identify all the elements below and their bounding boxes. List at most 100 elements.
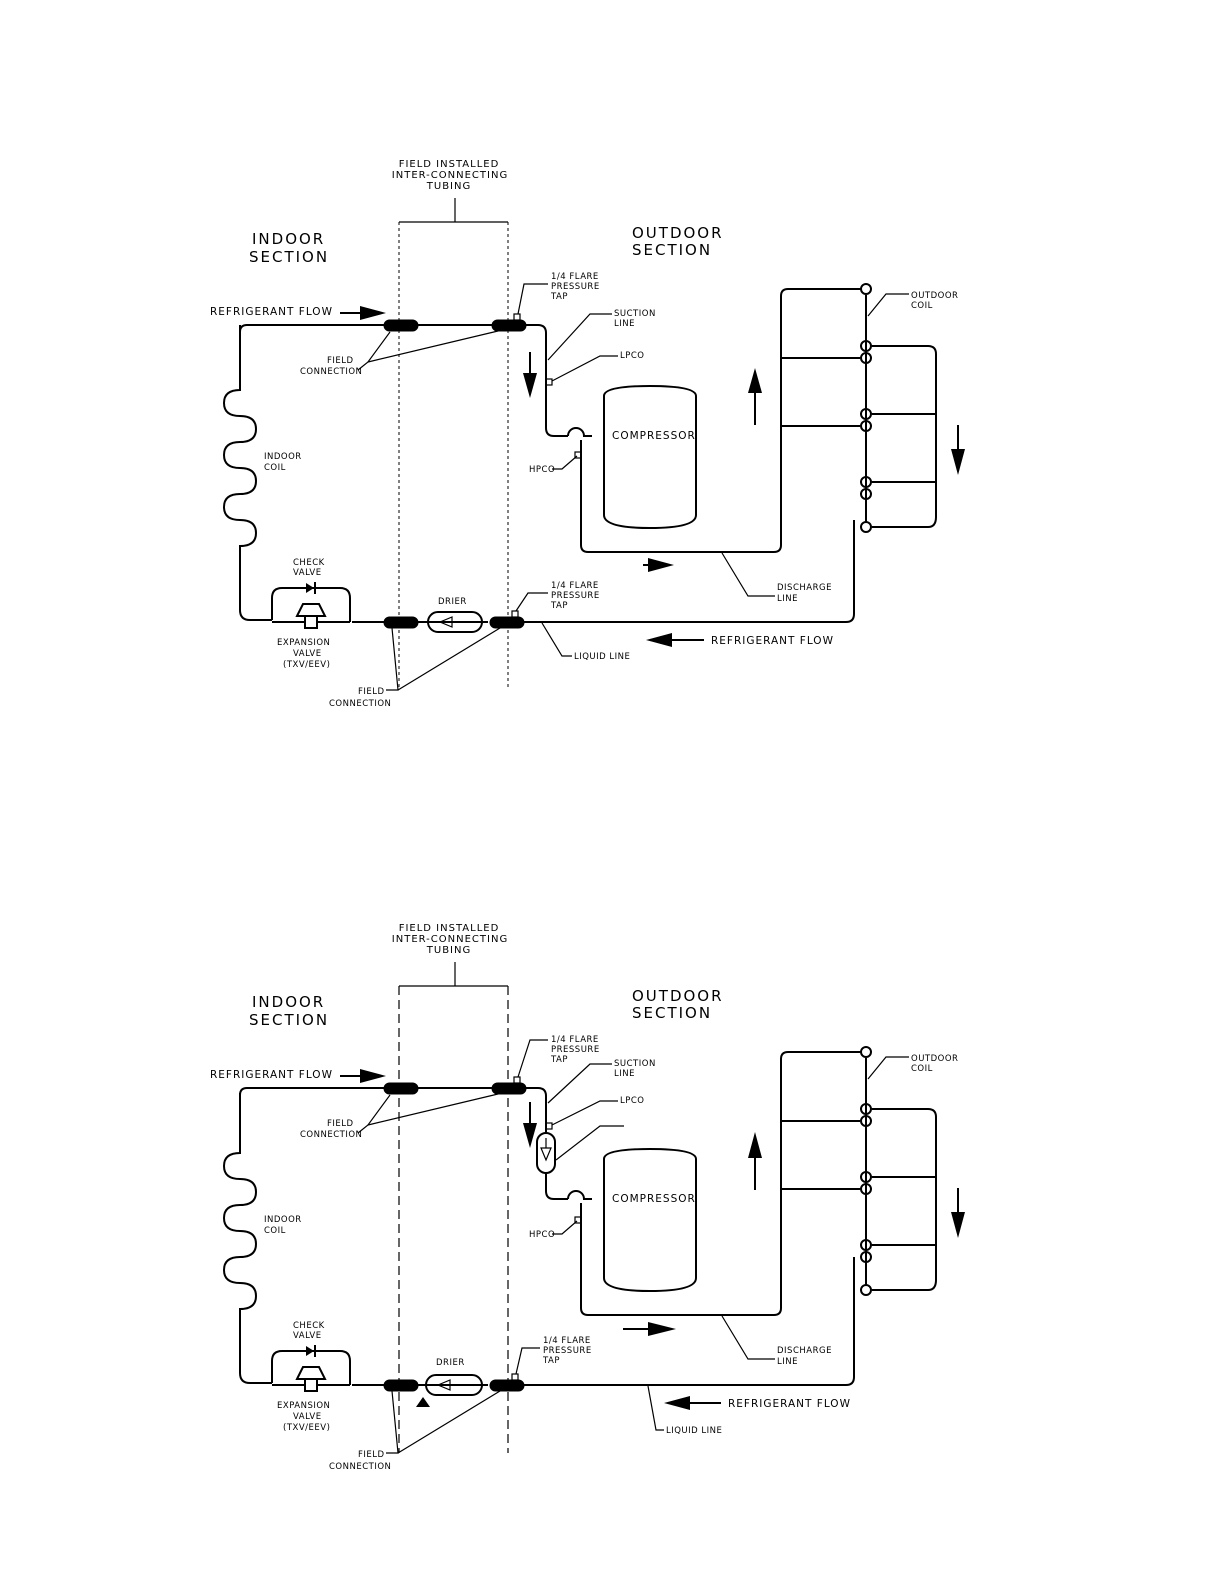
tubing-label-line3: TUBING <box>426 945 471 956</box>
diagram-2: FIELD INSTALLED INTER-CONNECTING TUBING … <box>210 923 965 1472</box>
flow-arrow-down-icon <box>951 449 965 475</box>
expansion-valve-line3: (TXV/EEV) <box>283 660 330 670</box>
field-connection-outdoor-suction <box>491 1082 527 1095</box>
indoor-coil-pipe <box>222 1093 272 1384</box>
field-connection-bottom-line2: CONNECTION <box>329 699 391 709</box>
expansion-valve-line1: EXPANSION <box>277 638 330 648</box>
flare-tap-top-line3: TAP <box>550 292 568 302</box>
flow-arrow-right-icon <box>648 558 674 572</box>
field-connection-outdoor-liquid <box>489 616 525 629</box>
lpco-label: LPCO <box>620 1096 645 1106</box>
discharge-line-pipe <box>580 288 862 553</box>
flow-arrow-up-icon <box>748 1132 762 1158</box>
expansion-valve-line3: (TXV/EEV) <box>283 1423 330 1433</box>
discharge-line-line2: LINE <box>777 594 798 604</box>
drier-label: DRIER <box>438 597 467 607</box>
suction-line-line2: LINE <box>614 1069 635 1079</box>
flare-tap-top-line2: PRESSURE <box>551 282 600 292</box>
tubing-label-line3: TUBING <box>426 181 471 192</box>
suction-line-line2: LINE <box>614 319 635 329</box>
compressor-body <box>603 384 697 530</box>
outdoor-section-line2: SECTION <box>632 241 712 259</box>
outdoor-section-line2: SECTION <box>632 1004 712 1022</box>
expansion-valve-icon <box>295 603 327 617</box>
flare-tap-bottom-line2: PRESSURE <box>543 1346 592 1356</box>
flow-arrow-down-icon <box>523 1123 537 1148</box>
indoor-section-line1: INDOOR <box>252 230 325 248</box>
field-connection-bottom-line2: CONNECTION <box>329 1462 391 1472</box>
outdoor-section-line1: OUTDOOR <box>632 987 724 1005</box>
flow-arrow-down-icon <box>951 1212 965 1238</box>
outdoor-coil-fittings <box>860 1046 872 1296</box>
triangle-marker-icon <box>416 1397 430 1407</box>
refrigerant-flow-bottom-label: REFRIGERANT FLOW <box>728 1398 851 1410</box>
field-connection-top-line2: CONNECTION <box>300 367 362 377</box>
diagram-1: FIELD INSTALLED INTER-CONNECTING TUBING … <box>210 159 965 709</box>
field-connection-indoor-suction <box>383 1082 419 1095</box>
outdoor-coil-fittings <box>860 283 872 533</box>
indoor-coil-line1: INDOOR <box>264 1215 302 1225</box>
flare-tap-bottom-line1: 1/4 FLARE <box>543 1336 591 1346</box>
field-connection-outdoor-suction <box>491 319 527 332</box>
pressure-tap-suction <box>513 313 521 321</box>
flare-tap-top-line3: TAP <box>550 1055 568 1065</box>
flow-arrow-right-icon <box>360 1069 386 1083</box>
pressure-tap-liquid <box>511 610 519 618</box>
outdoor-coil-line2: COIL <box>911 301 933 311</box>
field-connection-indoor-suction <box>383 319 419 332</box>
flare-tap-bottom-line3: TAP <box>542 1356 560 1366</box>
suction-line-line1: SUCTION <box>614 309 656 319</box>
field-connection-bottom-line1: FIELD <box>358 687 385 697</box>
hpco-label: HPCO <box>529 465 555 475</box>
flow-arrow-right-icon <box>648 1322 676 1336</box>
flow-arrow-left-icon <box>646 633 672 647</box>
indoor-section-line2: SECTION <box>249 248 329 266</box>
field-connection-top-line1: FIELD <box>327 356 354 366</box>
field-connection-top-line2: CONNECTION <box>300 1130 362 1140</box>
tubing-label-line2: INTER-CONNECTING <box>392 934 508 945</box>
compressor-label: COMPRESSOR <box>612 1193 696 1205</box>
outdoor-coil-line1: OUTDOOR <box>911 1054 958 1064</box>
liquid-line-label: LIQUID LINE <box>666 1426 722 1436</box>
flare-tap-bottom-line2: PRESSURE <box>551 591 600 601</box>
outdoor-section-line1: OUTDOOR <box>632 224 724 242</box>
field-connection-bottom-line1: FIELD <box>358 1450 385 1460</box>
flow-arrow-up-icon <box>748 368 762 393</box>
flare-tap-bottom-line1: 1/4 FLARE <box>551 581 599 591</box>
outdoor-coil-line1: OUTDOOR <box>911 291 958 301</box>
suction-line-line1: SUCTION <box>614 1059 656 1069</box>
check-valve-line2: VALVE <box>293 1331 322 1341</box>
tubing-label-line1: FIELD INSTALLED <box>399 923 500 934</box>
flow-arrow-down-icon <box>523 373 537 398</box>
discharge-line-line2: LINE <box>777 1357 798 1367</box>
flare-tap-top-line1: 1/4 FLARE <box>551 272 599 282</box>
flow-arrow-right-icon <box>360 306 386 320</box>
flare-tap-top-line1: 1/4 FLARE <box>551 1035 599 1045</box>
check-valve-line1: CHECK <box>293 1321 325 1331</box>
outdoor-coil-line2: COIL <box>911 1064 933 1074</box>
field-connection-indoor-liquid <box>383 1379 419 1392</box>
expansion-valve-icon <box>295 1366 327 1380</box>
discharge-line-pipe <box>580 1051 862 1316</box>
indoor-coil-line2: COIL <box>264 1226 286 1236</box>
indoor-coil-line1: INDOOR <box>264 452 302 462</box>
check-valve-line2: VALVE <box>293 568 322 578</box>
expansion-valve-line2: VALVE <box>293 1412 322 1422</box>
drier-label: DRIER <box>436 1358 465 1368</box>
flow-arrow-left-icon <box>664 1396 690 1410</box>
lpco-label: LPCO <box>620 351 645 361</box>
drier-body <box>425 1374 483 1396</box>
expansion-valve-line2: VALVE <box>293 649 322 659</box>
refrigerant-flow-bottom-label: REFRIGERANT FLOW <box>711 635 834 647</box>
indoor-coil-line2: COIL <box>264 463 286 473</box>
expansion-valve-line1: EXPANSION <box>277 1401 330 1411</box>
flare-tap-top-line2: PRESSURE <box>551 1045 600 1055</box>
field-connection-top-line1: FIELD <box>327 1119 354 1129</box>
tubing-label-line1: FIELD INSTALLED <box>399 159 500 170</box>
indoor-section-line1: INDOOR <box>252 993 325 1011</box>
compressor-label: COMPRESSOR <box>612 430 696 442</box>
flare-tap-bottom-line3: TAP <box>550 601 568 611</box>
hpco-label: HPCO <box>529 1230 555 1240</box>
drier-body <box>427 611 483 633</box>
